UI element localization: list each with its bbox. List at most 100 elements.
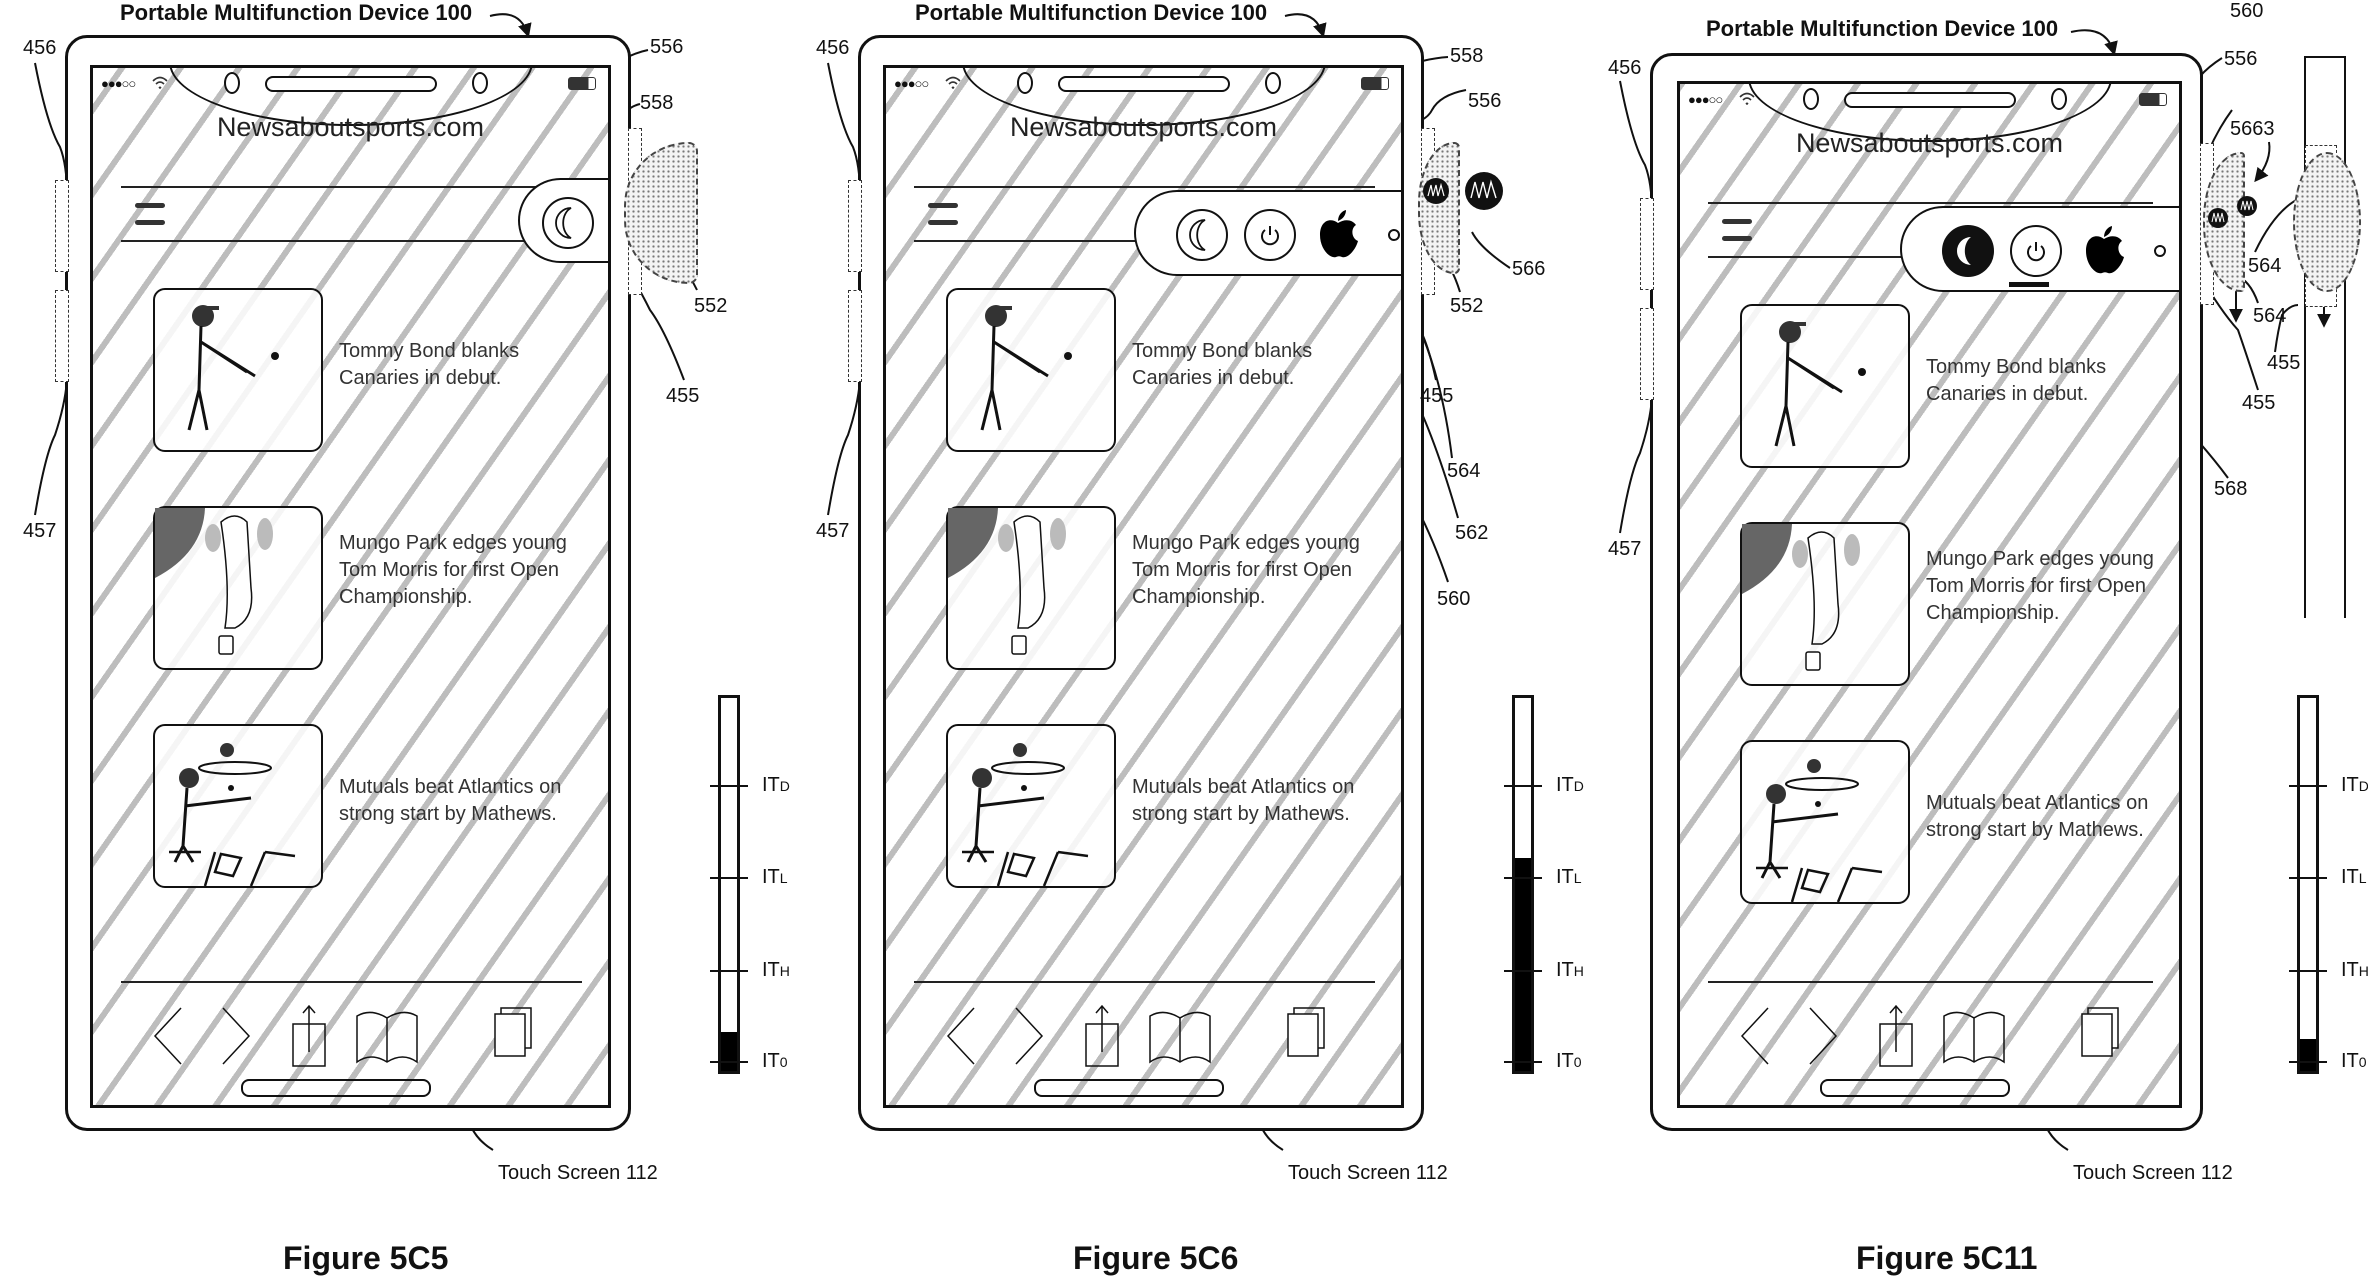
leader-457 <box>1619 397 1653 534</box>
toolbar-divider <box>121 981 582 983</box>
hamburger-menu-icon[interactable] <box>135 200 167 226</box>
threshold-label: ITD <box>2341 774 2368 797</box>
nav-divider-top <box>914 186 1375 188</box>
hamburger-menu-icon[interactable] <box>928 200 960 226</box>
ref-label-556: 556 <box>650 36 684 58</box>
threshold-subscript: L <box>779 870 788 886</box>
leader-566 <box>1471 231 1511 269</box>
threshold-tick <box>710 970 748 972</box>
threshold-tick <box>710 1061 748 1063</box>
nav-divider-bottom <box>121 240 582 242</box>
news-headline[interactable]: Tommy Bond blanks Canaries in debut. <box>339 340 520 389</box>
threshold-main: IT <box>762 1050 780 1072</box>
moon-button[interactable] <box>542 196 594 249</box>
volume-up-button[interactable] <box>55 180 69 272</box>
threshold-main: IT <box>2341 774 2359 796</box>
news-headline[interactable]: Mungo Park edges young Tom Morris for fi… <box>339 532 567 608</box>
threshold-label: IT0 <box>1556 1050 1582 1073</box>
moon-button[interactable] <box>1176 209 1228 261</box>
volume-down-button[interactable] <box>848 290 862 382</box>
news-thumbnail[interactable] <box>1740 522 1910 686</box>
threshold-tick <box>2289 785 2327 787</box>
news-thumbnail[interactable] <box>1740 740 1910 904</box>
ref-label-562: 562 <box>1455 522 1489 544</box>
moon-icon <box>555 206 572 239</box>
news-headline[interactable]: Mutuals beat Atlantics on strong start b… <box>339 776 562 825</box>
intensity-meter <box>718 695 740 1074</box>
back-icon <box>153 1007 182 1065</box>
ref-label-558: 558 <box>1450 45 1484 67</box>
touch-screen-label: Touch Screen 112 <box>1288 1162 1448 1184</box>
threshold-tick <box>710 877 748 879</box>
selection-indicator <box>2009 282 2049 287</box>
leader-456 <box>34 62 68 196</box>
threshold-tick <box>2289 1061 2327 1063</box>
power-button[interactable] <box>2010 225 2062 277</box>
device-side-view <box>2304 56 2346 618</box>
power-button[interactable] <box>1244 209 1296 261</box>
proximity-sensor <box>1264 72 1281 94</box>
threshold-subscript: H <box>1573 963 1584 979</box>
news-headline[interactable]: Mutuals beat Atlantics on strong start b… <box>1926 792 2149 841</box>
threshold-main: IT <box>2341 866 2359 888</box>
volume-up-button[interactable] <box>1640 198 1654 290</box>
threshold-label: ITL <box>762 866 788 889</box>
leader-457 <box>34 379 68 516</box>
waveform-icon <box>1470 179 1497 199</box>
signal-strength-icon: ●●●○○ <box>894 76 929 91</box>
home-indicator[interactable] <box>240 1079 431 1097</box>
intensity-meter <box>2297 695 2319 1074</box>
signal-strength-icon: ●●●○○ <box>1688 92 1723 107</box>
news-headline[interactable]: Mutuals beat Atlantics on strong start b… <box>1132 776 1355 825</box>
intensity-level-fill <box>1515 857 1531 1071</box>
volume-down-button[interactable] <box>55 290 69 382</box>
finger-contact-side-view <box>2293 152 2361 292</box>
threshold-label: IT0 <box>762 1050 788 1073</box>
wifi-icon <box>1739 92 1755 105</box>
news-thumbnail[interactable] <box>946 288 1116 452</box>
speaker-grille <box>264 76 437 92</box>
menu-line <box>928 220 958 225</box>
quick-action-menu[interactable] <box>1900 206 2179 292</box>
share-icon <box>292 1004 326 1067</box>
home-indicator[interactable] <box>1033 1079 1224 1097</box>
site-title: Newsaboutsports.com <box>1795 128 2064 158</box>
hamburger-menu-icon[interactable] <box>1722 216 1754 242</box>
front-camera <box>1016 72 1033 94</box>
quick-action-menu[interactable] <box>1134 190 1401 276</box>
news-headline[interactable]: Mungo Park edges young Tom Morris for fi… <box>1132 532 1360 608</box>
news-headline[interactable]: Tommy Bond blanks Canaries in debut. <box>1926 356 2107 405</box>
threshold-tick <box>710 785 748 787</box>
news-headline[interactable]: Mungo Park edges young Tom Morris for fi… <box>1926 548 2154 624</box>
ref-label-566: 566 <box>1512 258 1546 280</box>
home-indicator[interactable] <box>1819 1079 2010 1097</box>
page-dot-indicator <box>2154 245 2166 257</box>
volume-down-button[interactable] <box>1640 308 1654 400</box>
news-thumbnail[interactable] <box>153 724 323 888</box>
menu-line <box>1722 219 1752 224</box>
threshold-tick <box>1504 877 1542 879</box>
news-thumbnail[interactable] <box>946 506 1116 670</box>
moon-button[interactable] <box>1942 225 1994 277</box>
news-thumbnail[interactable] <box>946 724 1116 888</box>
quick-action-menu[interactable] <box>518 178 608 263</box>
news-thumbnail[interactable] <box>153 506 323 670</box>
leader-5663 <box>2254 141 2271 183</box>
threshold-main: IT <box>1556 866 1574 888</box>
intensity-level-fill <box>2300 1039 2316 1071</box>
threshold-tick <box>1504 1061 1542 1063</box>
back-icon <box>1740 1007 1769 1065</box>
news-headline[interactable]: Tommy Bond blanks Canaries in debut. <box>1132 340 1313 389</box>
volume-up-button[interactable] <box>848 180 862 272</box>
news-thumbnail[interactable] <box>153 288 323 452</box>
news-thumbnail[interactable] <box>1740 304 1910 468</box>
device-title: Portable Multifunction Device 100 <box>1706 16 2059 41</box>
ref-label-568: 568 <box>2214 478 2248 500</box>
haptic-output-indicator <box>2208 208 2228 228</box>
haptic-output-indicator <box>2237 196 2257 216</box>
device-arrow <box>1284 13 1327 38</box>
